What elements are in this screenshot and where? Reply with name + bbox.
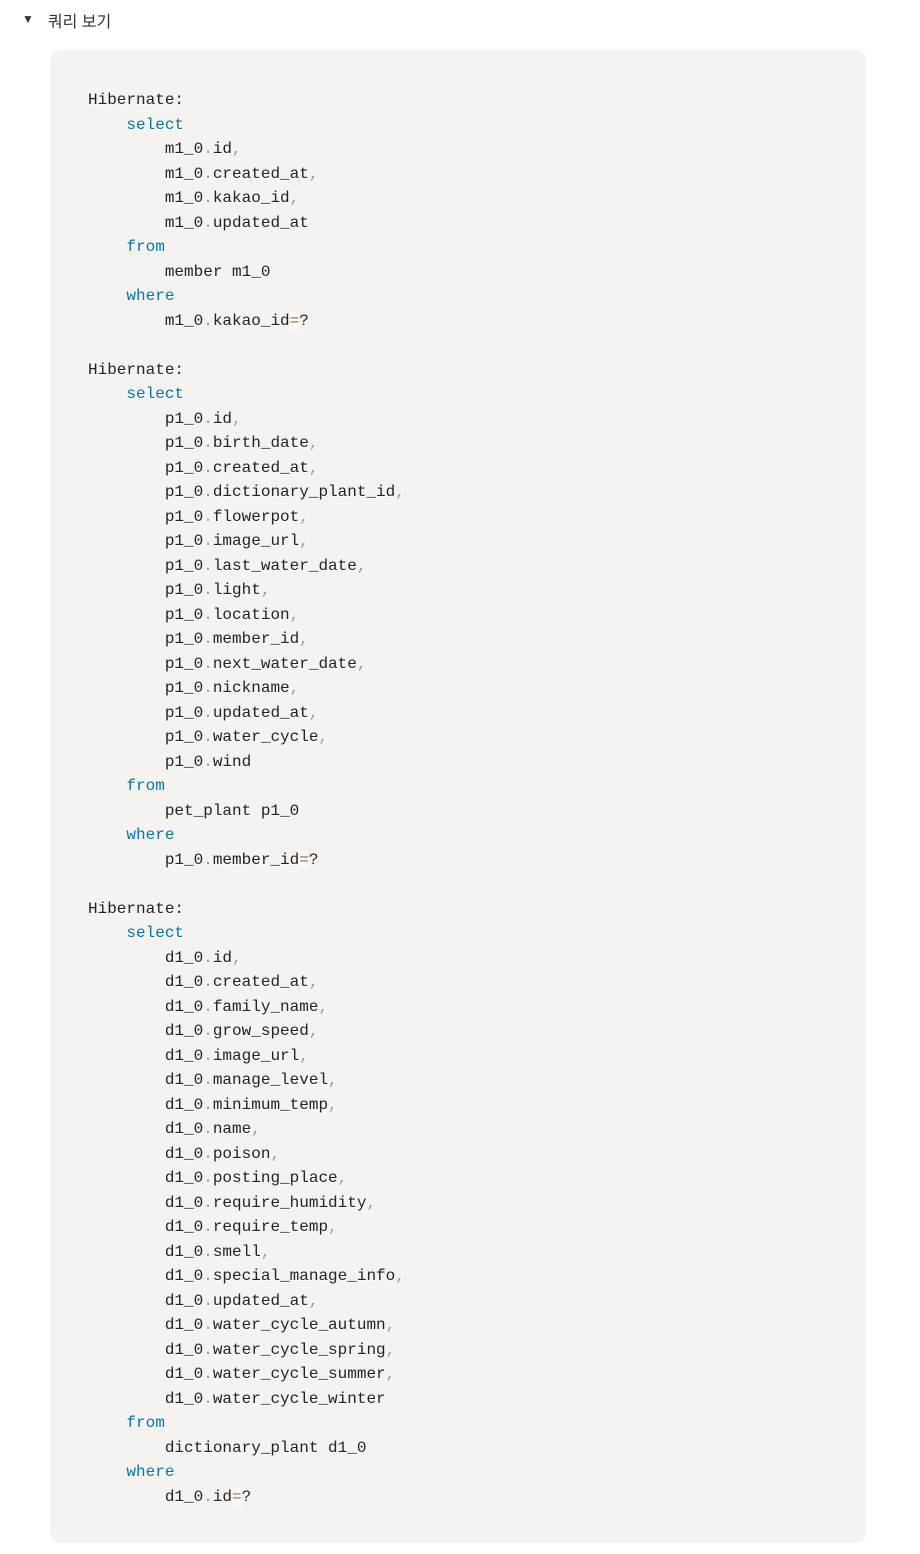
query-view-label: 쿼리 보기 [47,14,112,31]
query-view-toggle[interactable]: ▼ 쿼리 보기 [0,8,920,32]
sql-code: Hibernate: select m1_0.id, m1_0.created_… [88,91,405,1506]
disclosure-triangle-icon: ▼ [22,12,34,26]
sql-code-block: Hibernate: select m1_0.id, m1_0.created_… [50,50,866,1543]
